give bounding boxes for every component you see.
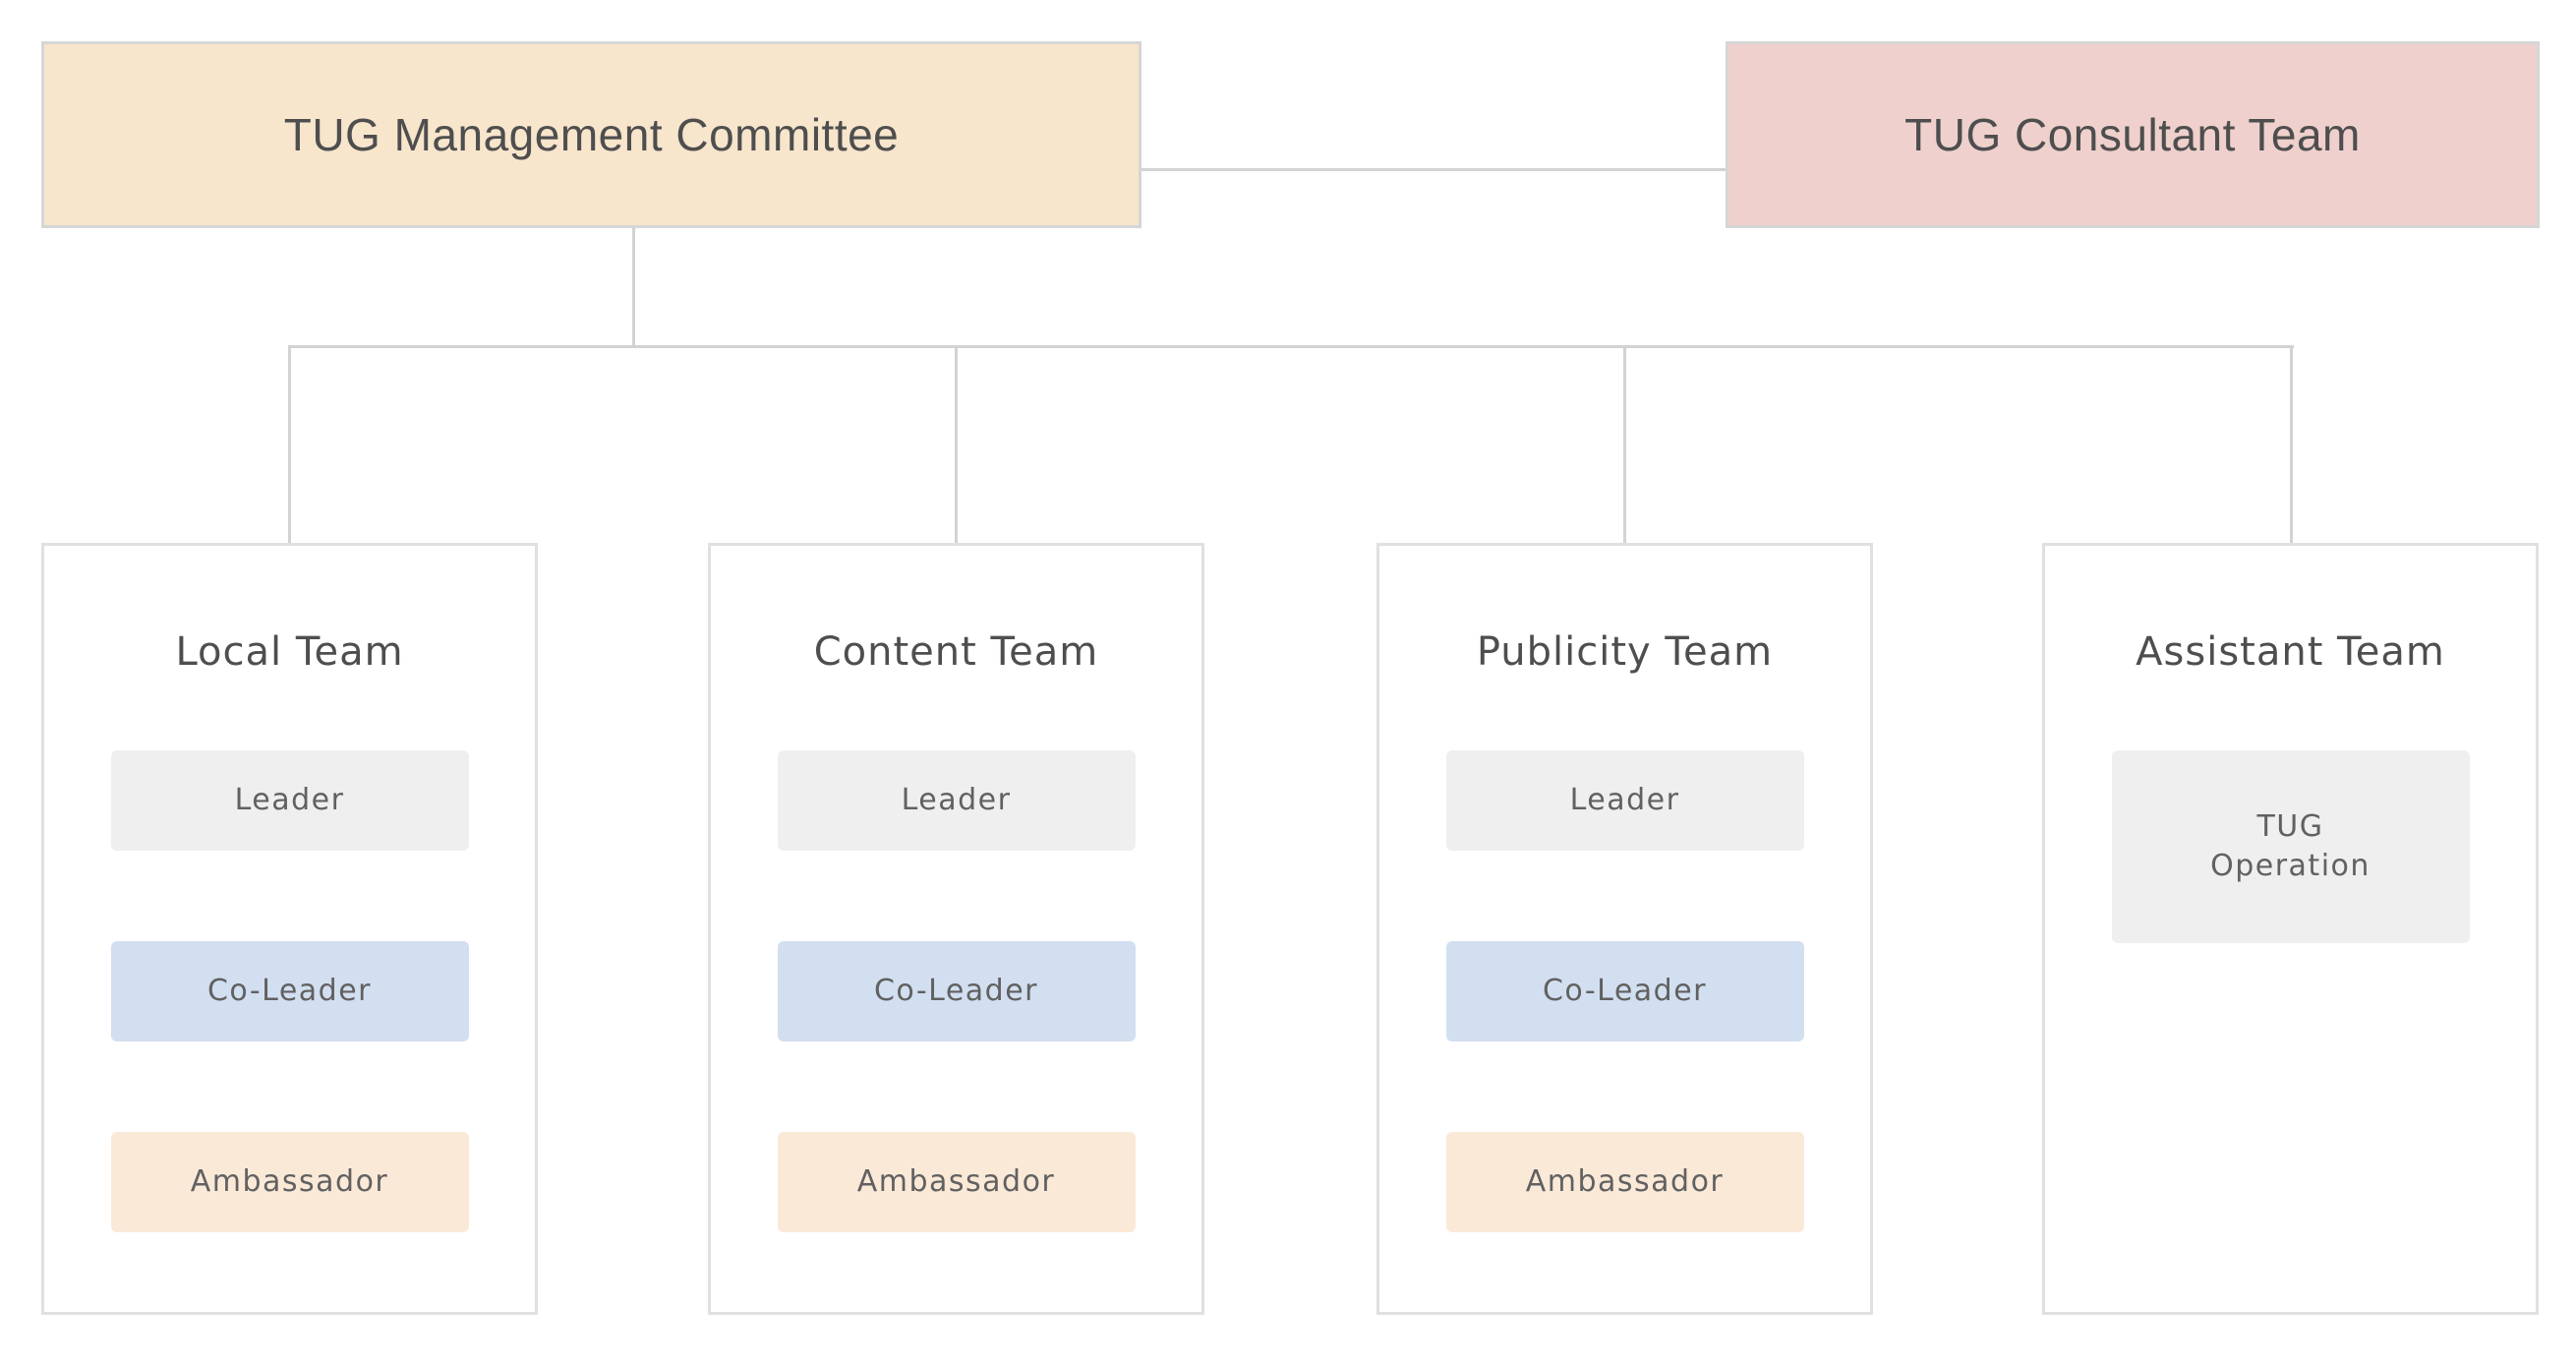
team-box-assistant: Assistant Team TUG Operation <box>2042 543 2539 1315</box>
connector-drop-local-team <box>288 345 291 543</box>
role-chip-ambassador: Ambassador <box>777 1132 1136 1232</box>
connector-management-drop <box>632 228 635 347</box>
team-box-publicity: Publicity Team Leader Co-Leader Ambassad… <box>1376 543 1873 1315</box>
team-box-content: Content Team Leader Co-Leader Ambassador <box>708 543 1204 1315</box>
role-chip-tug-operation: TUG Operation <box>2111 750 2470 943</box>
role-chip-leader: Leader <box>110 750 469 851</box>
role-chip-ambassador: Ambassador <box>1445 1132 1804 1232</box>
team-title-local: Local Team <box>175 629 404 675</box>
connector-drop-content-team <box>955 345 958 543</box>
role-chip-leader: Leader <box>1445 750 1804 851</box>
role-chip-co-leader: Co-Leader <box>110 941 469 1041</box>
team-title-assistant: Assistant Team <box>2136 629 2445 675</box>
role-chip-ambassador: Ambassador <box>110 1132 469 1232</box>
team-box-local: Local Team Leader Co-Leader Ambassador <box>41 543 538 1315</box>
connector-main-horizontal <box>288 345 2294 348</box>
role-chip-co-leader: Co-Leader <box>777 941 1136 1041</box>
role-chip-leader: Leader <box>777 750 1136 851</box>
team-title-content: Content Team <box>813 629 1099 675</box>
connector-drop-assistant-team <box>2290 345 2293 543</box>
connector-drop-publicity-team <box>1623 345 1626 543</box>
consultant-team-label: TUG Consultant Team <box>1904 109 2361 160</box>
team-title-publicity: Publicity Team <box>1476 629 1774 675</box>
consultant-team-box: TUG Consultant Team <box>1726 41 2540 228</box>
management-committee-box: TUG Management Committee <box>41 41 1142 228</box>
connector-management-consultant <box>1142 168 1727 171</box>
management-committee-label: TUG Management Committee <box>283 109 900 160</box>
role-chip-co-leader: Co-Leader <box>1445 941 1804 1041</box>
